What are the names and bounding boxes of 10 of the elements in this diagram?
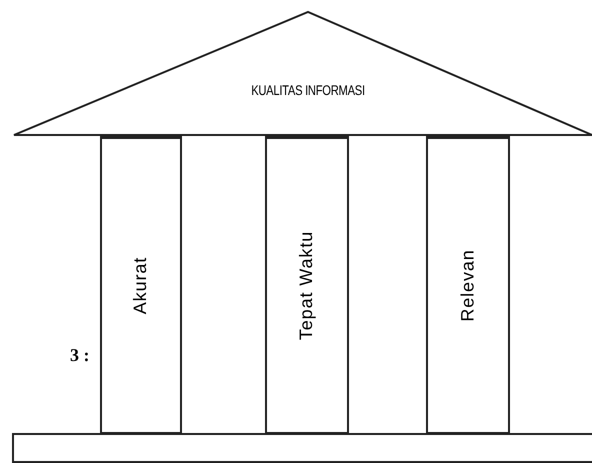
pillar-label: Relevan <box>456 249 478 322</box>
roof-title: KUALITAS INFORMASI <box>250 83 366 97</box>
pillar-label: Akurat <box>130 256 152 314</box>
pillar-label: Tepat Waktu <box>296 230 318 340</box>
pillar <box>265 136 349 434</box>
roof-triangle <box>12 10 592 137</box>
pillar <box>100 136 182 434</box>
section-number: 3 : <box>70 344 90 367</box>
pillar <box>426 136 510 434</box>
base-slab <box>12 433 592 463</box>
